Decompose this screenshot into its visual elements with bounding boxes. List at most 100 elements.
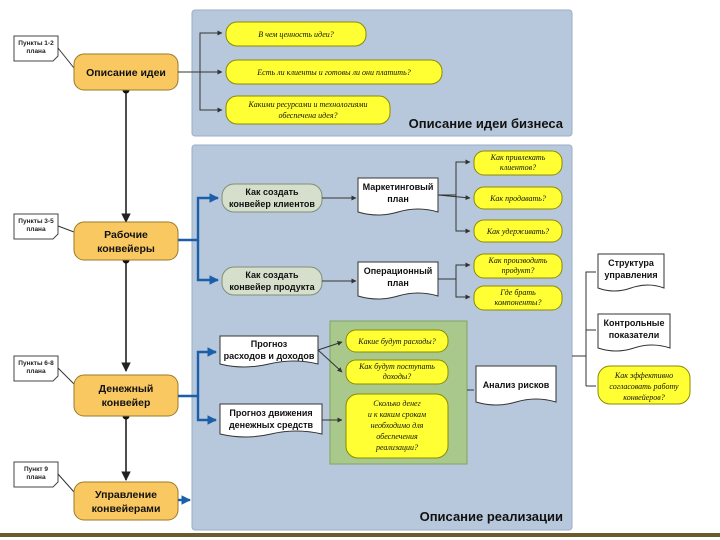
note-points-6-8: Пункты 6-8 плана bbox=[13, 355, 75, 385]
doc-text: план bbox=[387, 194, 409, 204]
conveyor-text: конвейер продукта bbox=[229, 282, 315, 292]
stage-cash-conveyor[interactable]: Денежный конвейер bbox=[73, 374, 179, 417]
stage-label: конвейеры bbox=[97, 243, 155, 255]
connector bbox=[437, 194, 471, 201]
connector bbox=[438, 159, 471, 196]
doc-text: Анализ рисков bbox=[483, 380, 550, 390]
question-text: Как удерживать? bbox=[486, 227, 549, 236]
question-attract-clients: Как привлекать клиентов? bbox=[473, 150, 563, 176]
note-line: плана bbox=[26, 474, 46, 481]
question-clients-willing-to-pay: Есть ли клиенты и готовы ли они платить? bbox=[225, 59, 443, 85]
doc-text: показатели bbox=[609, 330, 660, 340]
note-line: Пункт 9 bbox=[24, 466, 48, 473]
doc-text: денежных средств bbox=[229, 420, 314, 430]
question-text: и к каким срокам bbox=[368, 410, 426, 419]
question-coordinate-conveyors: Как эффективно согласовать работу конвей… bbox=[597, 365, 691, 405]
blue-connector bbox=[178, 347, 217, 398]
doc-text: Контрольные bbox=[604, 318, 665, 328]
connector bbox=[317, 349, 343, 373]
stage-label: Описание идеи bbox=[86, 67, 166, 79]
question-text: обеспечения bbox=[376, 432, 418, 441]
stage-label: Денежный bbox=[99, 383, 154, 395]
note-line: Пункты 6-8 bbox=[18, 360, 54, 367]
stage-label: конвейерами bbox=[92, 503, 161, 515]
connector bbox=[438, 262, 471, 280]
note-line: Пункты 3-5 bbox=[18, 218, 54, 225]
question-text: Как производить bbox=[488, 256, 548, 265]
idea-business-panel-title: Описание идеи бизнеса bbox=[409, 116, 564, 131]
stage-label: Управление bbox=[95, 489, 157, 501]
question-text: конвейеров? bbox=[623, 393, 664, 402]
question-text: Какие будут расходы? bbox=[357, 337, 435, 346]
note-line: Пункты 1-2 bbox=[18, 40, 54, 47]
conveyor-clients: Как создать конвейер клиентов bbox=[221, 183, 323, 213]
question-text: Какими ресурсами и технологиями bbox=[247, 100, 367, 109]
stage-conveyor-management[interactable]: Управление конвейерами bbox=[73, 481, 179, 521]
question-money-needed: Сколько денег и к каким срокам необходим… bbox=[345, 393, 449, 459]
question-text: компоненты? bbox=[495, 298, 542, 307]
question-text: клиентов? bbox=[500, 163, 536, 172]
doc-text: Структура bbox=[608, 258, 655, 268]
question-text: согласовать работу bbox=[609, 382, 679, 391]
stage-label: Рабочие bbox=[104, 229, 148, 241]
question-how-to-retain: Как удерживать? bbox=[473, 219, 563, 243]
conveyor-product: Как создать конвейер продукта bbox=[221, 266, 323, 296]
question-text: Сколько денег bbox=[373, 399, 420, 408]
control-indicators-doc: Контрольные показатели bbox=[597, 313, 671, 352]
question-text: Как продавать? bbox=[489, 194, 546, 203]
note-points-1-2: Пункты 1-2 плана bbox=[13, 35, 75, 69]
question-how-to-sell: Как продавать? bbox=[473, 186, 563, 210]
question-idea-value: В чем ценность идеи? bbox=[225, 21, 367, 47]
stage-label: конвейер bbox=[102, 397, 151, 409]
stage-working-conveyors[interactable]: Рабочие конвейеры bbox=[73, 221, 179, 261]
bottom-divider bbox=[0, 533, 720, 537]
doc-text: Операционный bbox=[364, 266, 433, 276]
question-text: Как привлекать bbox=[490, 153, 546, 162]
conveyor-text: конвейер клиентов bbox=[229, 199, 315, 209]
marketing-plan-doc: Маркетинговый план bbox=[357, 177, 439, 216]
question-produce-product: Как производить продукт? bbox=[473, 253, 563, 279]
stage-idea-description[interactable]: Описание идеи bbox=[73, 53, 179, 91]
question-get-components: Где брать компоненты? bbox=[473, 285, 563, 311]
blue-connector bbox=[196, 396, 217, 425]
question-text: Как будут поступать bbox=[358, 362, 435, 371]
connector bbox=[572, 271, 596, 357]
blue-connector bbox=[178, 193, 219, 242]
question-income: Как будут поступать доходы? bbox=[345, 359, 449, 385]
connector bbox=[317, 341, 343, 351]
doc-text: Маркетинговый bbox=[363, 182, 434, 192]
doc-text: управления bbox=[604, 270, 657, 280]
doc-text: Прогноз движения bbox=[229, 408, 312, 418]
question-text: Где брать bbox=[499, 288, 536, 297]
question-text: продукт? bbox=[502, 266, 535, 275]
note-line: плана bbox=[26, 226, 46, 233]
note-points-3-5: Пункты 3-5 плана bbox=[13, 213, 75, 240]
note-line: плана bbox=[26, 368, 46, 375]
conveyor-text: Как создать bbox=[245, 187, 299, 197]
cash-flow-forecast-doc: Прогноз движения денежных средств bbox=[219, 403, 323, 438]
doc-text: расходов и доходов bbox=[224, 351, 315, 361]
question-resources-technologies: Какими ресурсами и технологиями обеспече… bbox=[225, 95, 391, 125]
question-text: Есть ли клиенты и готовы ли они платить? bbox=[256, 68, 410, 77]
doc-text: Прогноз bbox=[251, 339, 288, 349]
note-line: плана bbox=[26, 48, 46, 55]
connector bbox=[455, 195, 471, 234]
conveyor-text: Как создать bbox=[245, 270, 299, 280]
blue-connector bbox=[196, 240, 219, 285]
question-text: доходы? bbox=[383, 372, 412, 381]
management-structure-doc: Структура управления bbox=[597, 253, 665, 292]
question-text: обеспечена идея? bbox=[278, 111, 337, 120]
question-text: необходимо для bbox=[371, 421, 424, 430]
question-text: В чем ценность идеи? bbox=[258, 30, 334, 39]
connector bbox=[199, 72, 223, 113]
connector bbox=[455, 279, 471, 300]
implementation-panel-title: Описание реализации bbox=[420, 509, 563, 524]
question-text: реализации? bbox=[375, 443, 418, 452]
doc-text: план bbox=[387, 278, 409, 288]
question-text: Как эффективно bbox=[614, 371, 673, 380]
note-point-9: Пункт 9 плана bbox=[13, 461, 75, 493]
operational-plan-doc: Операционный план bbox=[357, 261, 439, 300]
income-expense-forecast-doc: Прогноз расходов и доходов bbox=[219, 335, 319, 368]
question-expenses: Какие будут расходы? bbox=[345, 329, 449, 353]
